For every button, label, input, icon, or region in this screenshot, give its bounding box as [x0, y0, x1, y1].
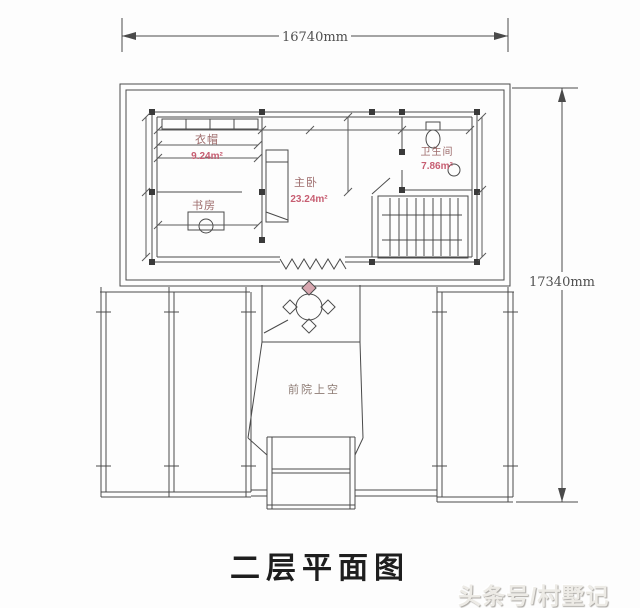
partition-walls [157, 117, 472, 257]
toilet-icon [425, 121, 441, 149]
room-label-master-bedroom: 主卧 [294, 176, 318, 189]
interior-dimension-chains [141, 112, 487, 262]
sink-icon [447, 163, 461, 177]
dim-width-label: 16740mm [282, 30, 348, 45]
left-terrace [96, 287, 256, 498]
bed-icon [265, 149, 289, 223]
wardrobe-icon [161, 118, 259, 130]
courtyard-walls [261, 285, 361, 343]
front-balcony [247, 436, 364, 510]
room-label-bathroom: 卫生间 [421, 145, 454, 158]
dim-height-label: 17340mm [529, 275, 595, 290]
desk-icon [187, 211, 225, 234]
plan-title: 二层平面图 [230, 552, 410, 585]
room-label-study: 书房 [192, 199, 216, 212]
watermark: 头条号/村墅记 [458, 583, 610, 608]
terrace-connectors [251, 489, 437, 497]
inner-walls [151, 111, 478, 263]
round-table-icon [263, 280, 336, 334]
room-label-cloakroom: 衣帽 [195, 132, 219, 146]
front-yard-funnel [247, 341, 364, 439]
room-label-front-yard-void: 前院上空 [288, 382, 340, 396]
top-dimension-line [121, 18, 509, 52]
outer-walls [119, 83, 511, 287]
right-terrace [432, 287, 518, 503]
wall-columns [149, 109, 480, 265]
folding-door [279, 258, 347, 270]
room-area-cloakroom: 9.24m² [191, 151, 223, 162]
staircase [377, 195, 469, 259]
room-area-master-bedroom: 23.24m² [290, 194, 328, 205]
right-dimension-line [512, 87, 596, 503]
room-area-bathroom: 7.86m² [421, 161, 453, 172]
